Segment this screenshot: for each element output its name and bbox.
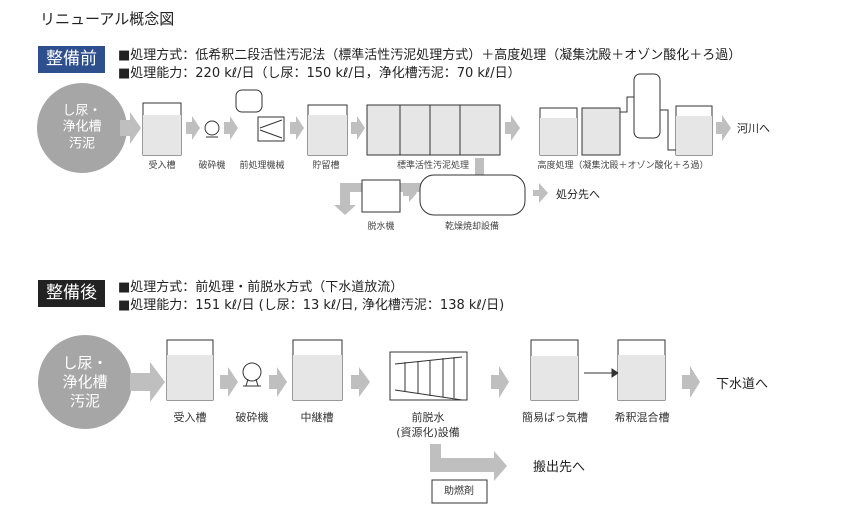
- method-before: ■処理方式：低希釈二段活性汚泥法（標準活性汚泥処理方式）＋高度処理（凝集沈殿＋オ…: [118, 48, 742, 63]
- capacity-after: ■処理能力：151 kℓ/日 (し尿：13 kℓ/日, 浄化槽汚泥：138 kℓ…: [118, 298, 505, 313]
- source-circle-after: [38, 335, 132, 429]
- label-advanced: 高度処理（凝集沈殿＋オゾン酸化＋ろ過）: [537, 161, 709, 171]
- output-sewer: 下水道へ: [716, 377, 769, 392]
- badge-before: 整備前: [38, 46, 105, 73]
- tanks-before: [142, 73, 713, 216]
- source-line: 浄化槽: [62, 119, 102, 135]
- source-line: 汚泥: [69, 391, 101, 410]
- flow-arrows-after: [130, 362, 700, 481]
- label-receiving-tank: 受入槽: [173, 411, 207, 424]
- label-aeration: 簡易ばっ気槽: [522, 411, 588, 424]
- label-line: 前脱水: [411, 411, 445, 424]
- tanks-after: [166, 339, 666, 504]
- label-pre-dewatering: 前脱水 (資源化)設備: [396, 410, 460, 440]
- flow-arrows-before: [120, 112, 731, 215]
- label-line: (資源化)設備: [396, 426, 460, 439]
- badge-after: 整備後: [38, 280, 105, 307]
- label-dilution: 希釈混合槽: [614, 411, 670, 424]
- label-pretreatment: 前処理機械: [239, 161, 285, 171]
- label-dewatering: 脱水機: [367, 222, 395, 232]
- capacity-before: ■処理能力：220 kℓ/日（し尿：150 kℓ/日，浄化槽汚泥：70 kℓ/日…: [118, 66, 521, 81]
- source-line: し尿・: [62, 103, 102, 119]
- label-activated-sludge: 標準活性汚泥処理: [396, 161, 470, 171]
- label-storage-tank: 貯留槽: [312, 161, 340, 171]
- page-title: リニューアル概念図: [40, 10, 175, 28]
- label-dryer: 乾燥焼却設備: [444, 222, 500, 232]
- source-line: 浄化槽: [62, 372, 108, 391]
- source-circle-before: [37, 83, 127, 173]
- source-line: 汚泥: [68, 136, 96, 152]
- output-river: 河川へ: [737, 122, 770, 135]
- label-receiving-tank: 受入槽: [148, 161, 176, 171]
- label-relay-tank: 中継槽: [300, 411, 334, 424]
- label-crusher: 破砕機: [198, 161, 226, 171]
- output-disposal: 処分先へ: [556, 188, 600, 201]
- source-label-before: し尿・ 浄化槽 汚泥: [62, 104, 101, 153]
- label-auxiliary-fuel: 助燃剤: [444, 486, 474, 497]
- output-carry-out: 搬出先へ: [533, 460, 586, 475]
- source-line: し尿・: [62, 353, 108, 372]
- source-label-after: し尿・ 浄化槽 汚泥: [62, 354, 107, 410]
- method-after: ■処理方式：前処理・前脱水方式（下水道放流）: [118, 280, 404, 295]
- label-crusher: 破砕機: [235, 411, 269, 424]
